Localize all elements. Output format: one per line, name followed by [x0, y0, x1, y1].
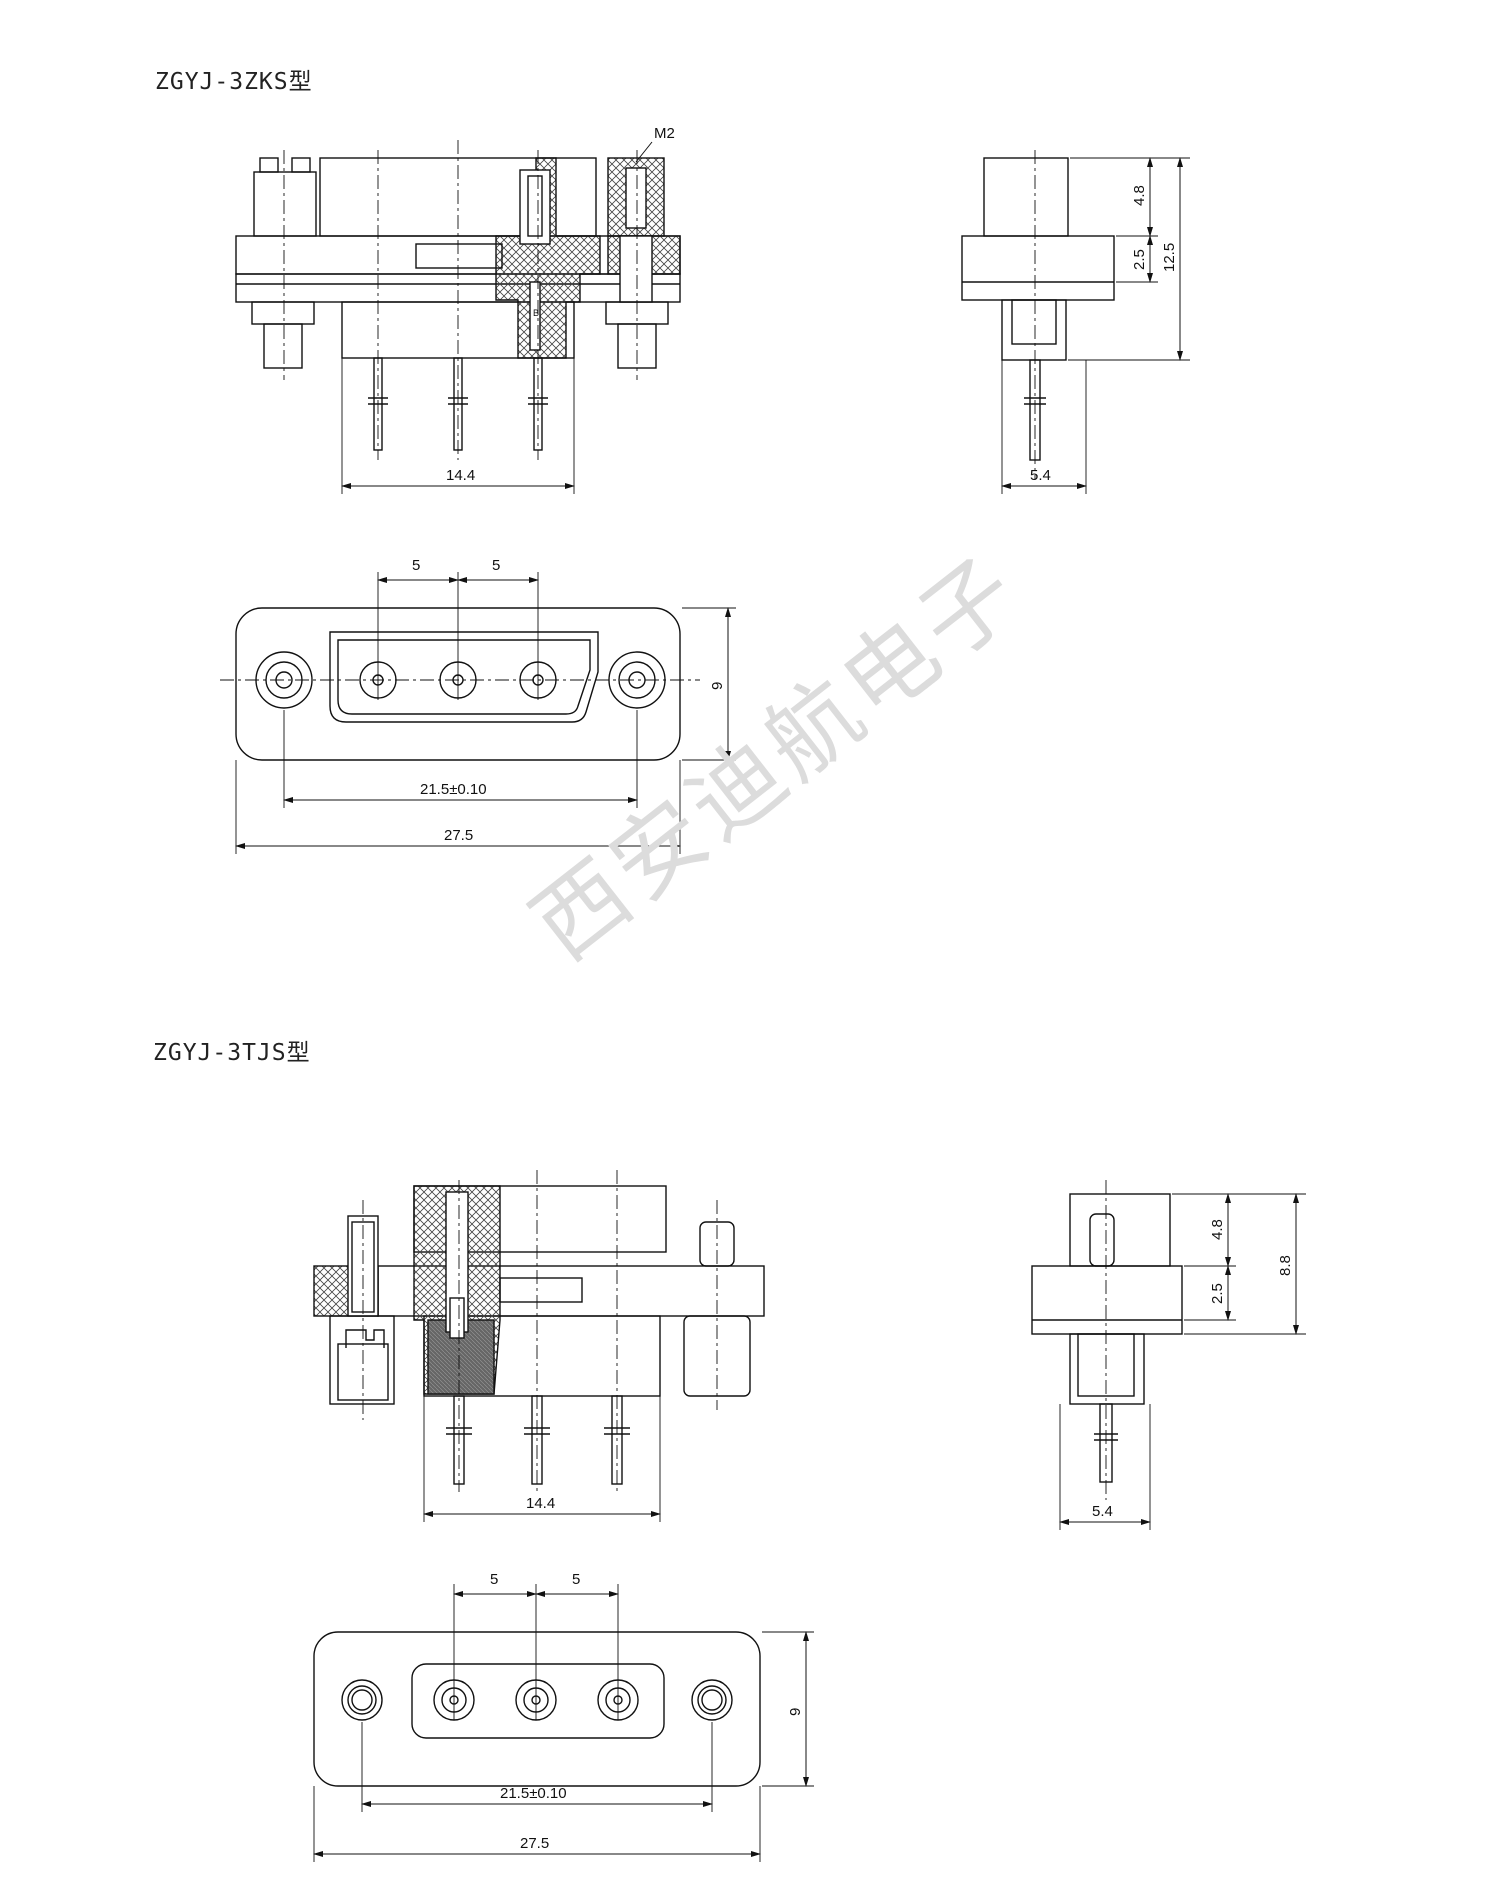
tjs-side-dim-flange: 2.5 — [1209, 1283, 1226, 1304]
tjs-side-view — [1031, 1180, 1306, 1530]
zks-side-dim-total: 12.5 — [1161, 243, 1178, 272]
zks-side-dim-upper: 4.8 — [1131, 185, 1148, 206]
tjs-pitch-1: 5 — [490, 1571, 498, 1588]
zks-mount-spacing: 21.5±0.10 — [420, 781, 487, 798]
zks-side-dim-flange: 2.5 — [1131, 249, 1148, 270]
tjs-front-view — [313, 1170, 765, 1522]
drawing-title-zks: ZGYJ-3ZKS型 — [155, 69, 313, 95]
tjs-side-dim-width: 5.4 — [1092, 1503, 1113, 1520]
zks-bottom-dim-height: 9 — [709, 682, 726, 690]
label-thread-m2: M2 — [654, 125, 675, 142]
tjs-front-dim-width: 14.4 — [526, 1495, 555, 1512]
zks-front-dim-width: 14.4 — [446, 467, 475, 484]
zks-front-view — [235, 140, 681, 494]
tjs-bottom-dim-height: 9 — [787, 1708, 804, 1716]
zks-side-view — [961, 150, 1190, 494]
tjs-mount-spacing: 21.5±0.10 — [500, 1785, 567, 1802]
drawing-title-tjs: ZGYJ-3TJS型 — [153, 1040, 311, 1066]
tjs-overall-length: 27.5 — [520, 1835, 549, 1852]
tjs-bottom-view — [313, 1584, 814, 1862]
zks-bottom-view — [220, 572, 736, 854]
tjs-side-dim-upper: 4.8 — [1209, 1219, 1226, 1240]
tjs-pitch-2: 5 — [572, 1571, 580, 1588]
zks-overall-length: 27.5 — [444, 827, 473, 844]
zks-side-dim-width: 5.4 — [1030, 467, 1051, 484]
tjs-side-dim-total: 8.8 — [1277, 1255, 1294, 1276]
zks-pitch-2: 5 — [492, 557, 500, 574]
zks-pitch-1: 5 — [412, 557, 420, 574]
label-pin-mark: B — [533, 308, 539, 318]
